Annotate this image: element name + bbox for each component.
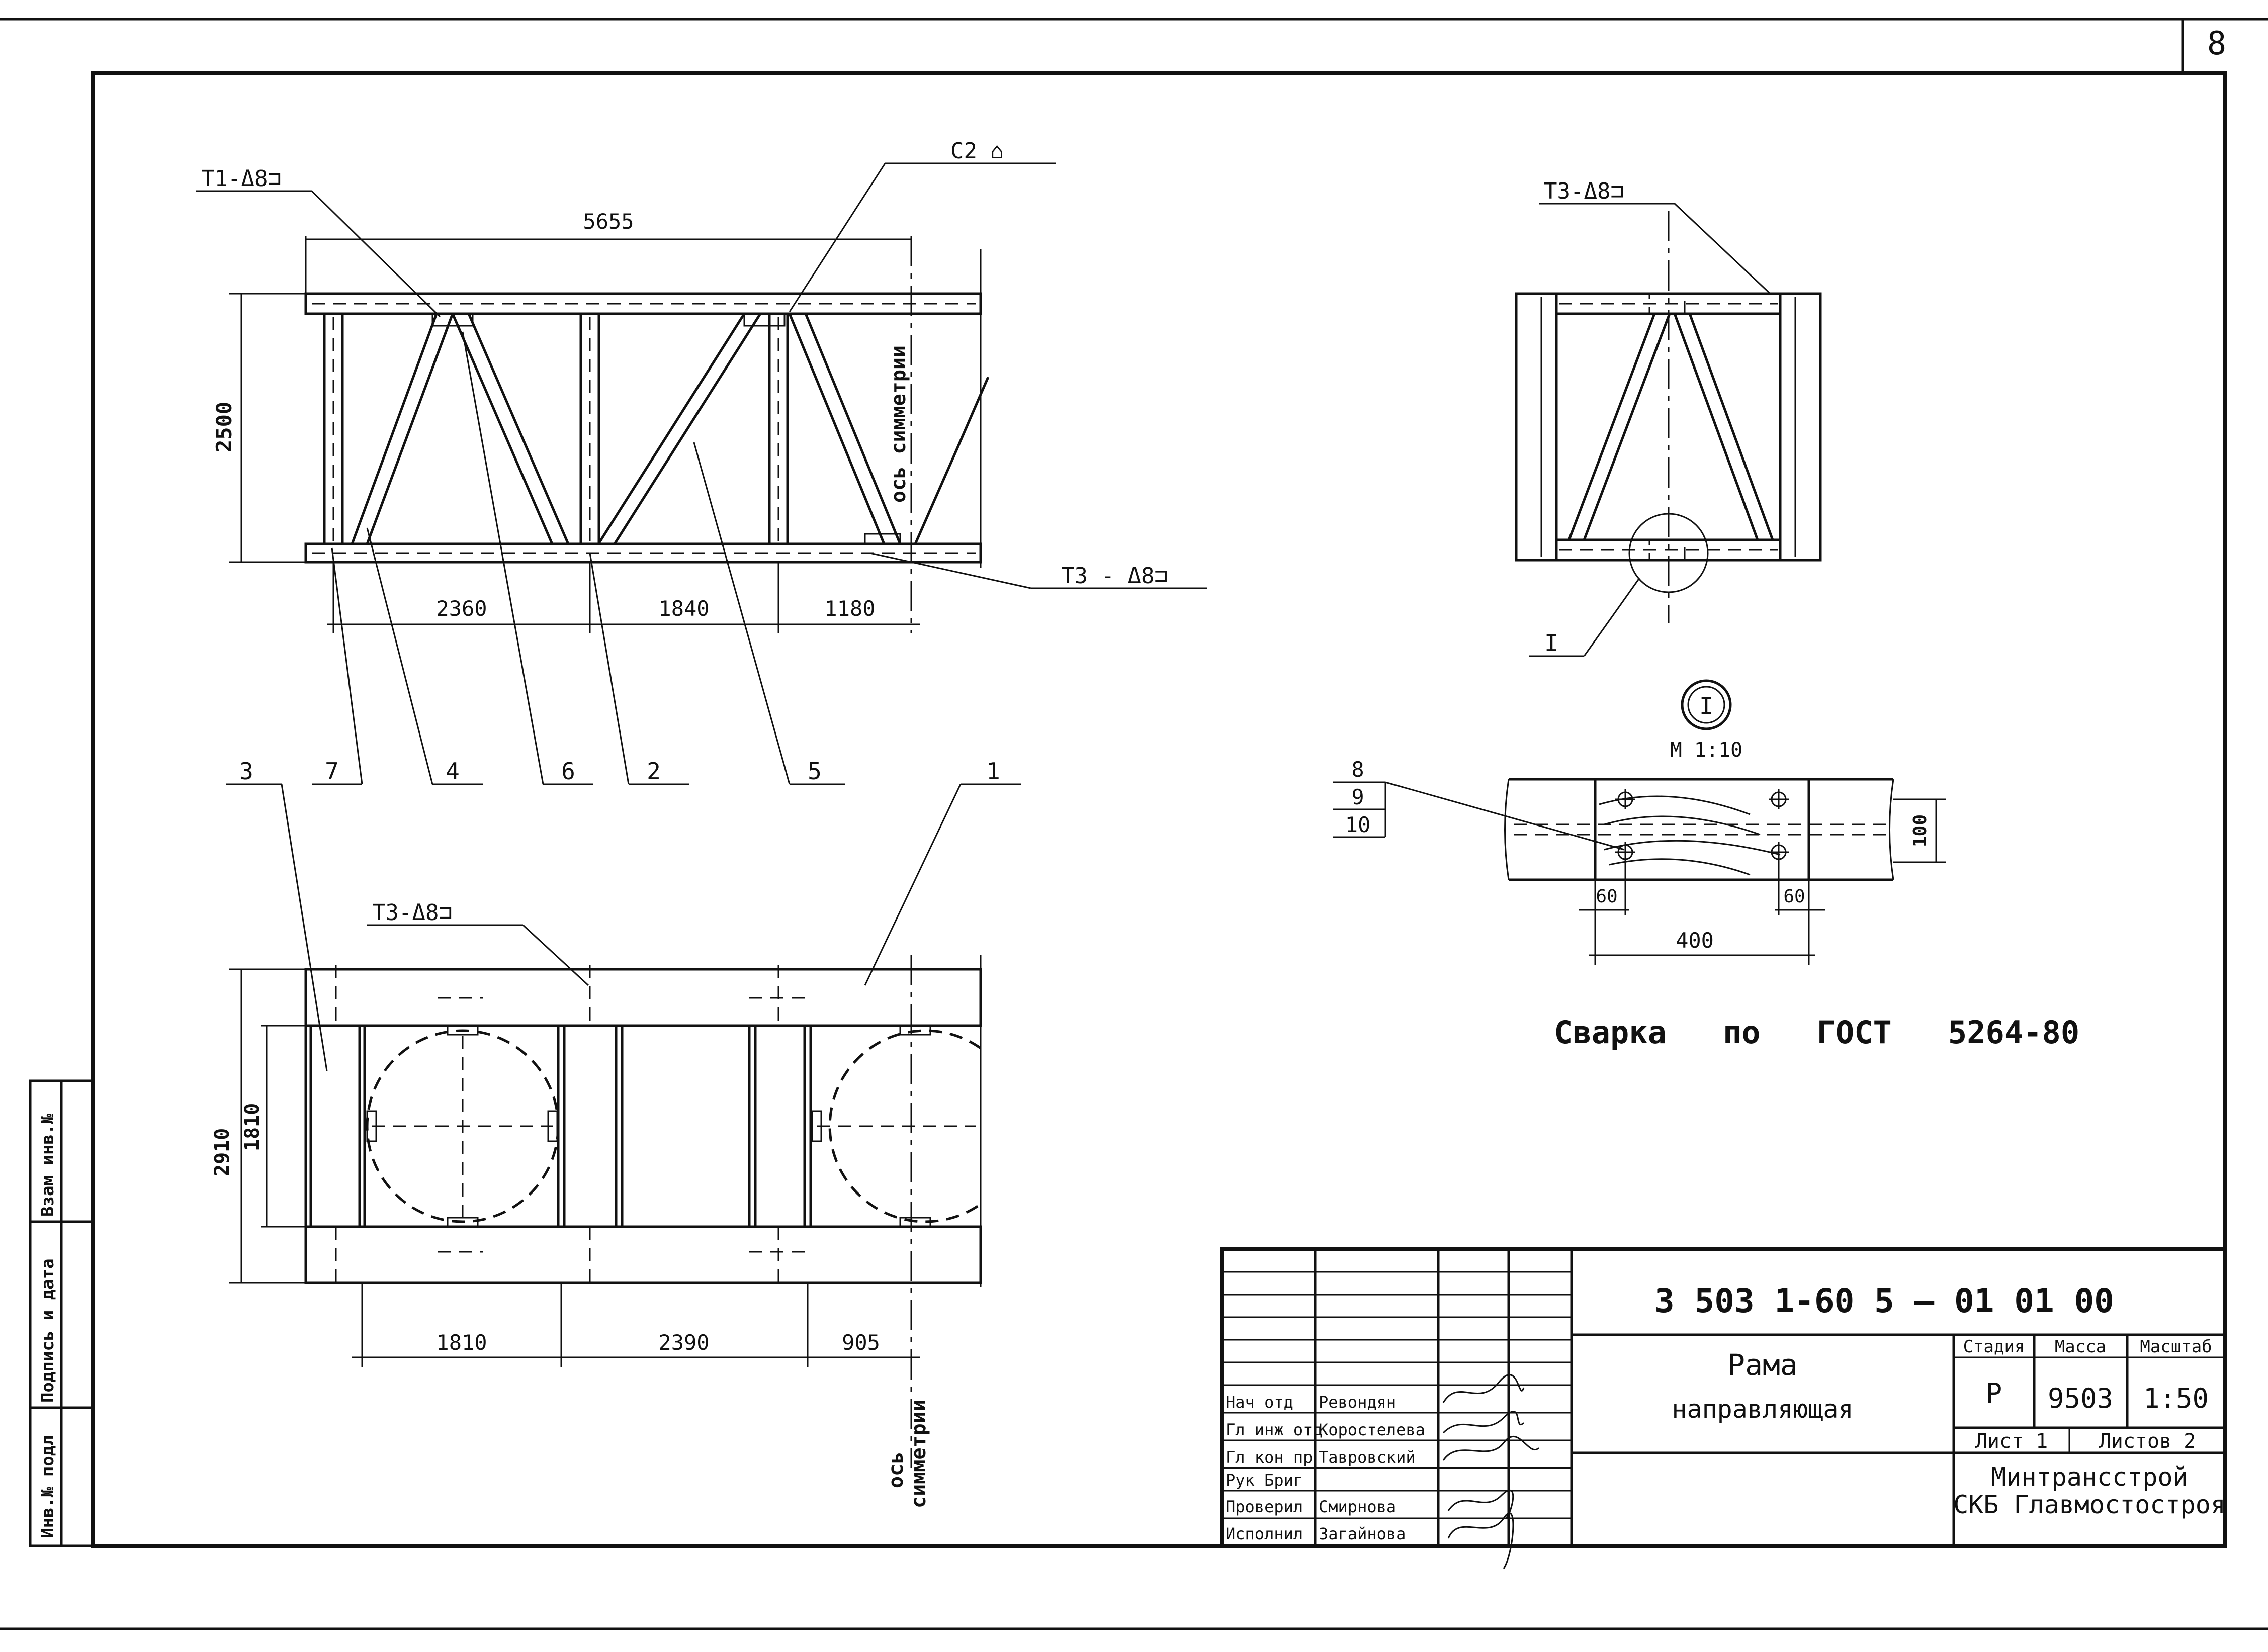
plan-label-t3: Т3-Δ8⊐ <box>372 900 452 926</box>
title-line1: Рама <box>1727 1348 1798 1382</box>
stage-header: Стадия <box>1963 1337 2025 1357</box>
role-4: Рук Бриг <box>1226 1471 1303 1490</box>
role-1: Нач отд <box>1226 1393 1293 1412</box>
front-axis-label: ось симметрии <box>887 345 910 503</box>
welding-note: Сварка по ГОСТ 5264-80 <box>1554 1014 2079 1051</box>
role-2: Гл инж отд <box>1226 1420 1323 1439</box>
detail-dim-height: 100 <box>1910 814 1931 847</box>
stamp-inv-podl: Инв.№ подл <box>38 1435 58 1538</box>
scale-header: Масштаб <box>2140 1337 2212 1357</box>
front-dim-overall: 5655 <box>583 209 634 234</box>
front-dim-height: 2500 <box>212 402 236 452</box>
org-line2: СКБ Главмостостроя <box>1953 1490 2226 1519</box>
front-pos-4: 4 <box>446 758 460 785</box>
sheet-label: Лист 1 <box>1975 1430 2048 1453</box>
sheets-label: Листов 2 <box>2099 1430 2196 1453</box>
detail-pos-9: 9 <box>1351 785 1364 809</box>
detail-dim-left: 60 <box>1596 886 1617 907</box>
side-view: I Т3-Δ8⊐ <box>1515 178 1822 657</box>
front-pos-6: 6 <box>561 758 575 785</box>
plan-pos-1: 1 <box>986 758 1000 785</box>
mass-header: Масса <box>2055 1337 2106 1357</box>
front-dim-bottom-1: 2360 <box>436 596 487 621</box>
plan-axis-label-2: симметрии <box>907 1399 930 1508</box>
plan-dim-bottom-1: 1810 <box>436 1330 487 1355</box>
bolt-marks <box>1615 789 1789 862</box>
role-6: Исполнил <box>1226 1524 1303 1543</box>
scale-value: 1:50 <box>2143 1383 2209 1414</box>
detail-pos-8: 8 <box>1351 757 1364 782</box>
stage-value: Р <box>1986 1378 2002 1409</box>
role-3: Гл кон пр <box>1226 1448 1313 1467</box>
plan-dim-bottom-2: 2390 <box>658 1330 709 1355</box>
doc-number: 3 503 1-60 5 – 01 01 00 <box>1654 1281 2114 1320</box>
name-2: Коростелева <box>1319 1420 1425 1439</box>
name-3: Тавровский <box>1319 1448 1416 1467</box>
front-pos-7: 7 <box>325 758 339 785</box>
name-6: Загайнова <box>1319 1524 1406 1543</box>
sheet-frame: 8 <box>0 18 2268 1630</box>
detail-dim-length: 400 <box>1676 928 1714 953</box>
front-pos-2: 2 <box>647 758 661 785</box>
plan-pos-3: 3 <box>239 758 253 785</box>
plan-dim-inner: 1810 <box>241 1103 264 1151</box>
front-dim-bottom-2: 1840 <box>658 596 709 621</box>
role-5: Проверил <box>1226 1497 1303 1516</box>
name-1: Ревондян <box>1319 1393 1396 1412</box>
side-callout: I <box>1544 629 1558 657</box>
side-label-t3: Т3-Δ8⊐ <box>1544 178 1624 204</box>
signatures <box>1442 1374 1540 1569</box>
title-line2: направляющая <box>1672 1395 1853 1424</box>
mass-value: 9503 <box>2048 1383 2113 1414</box>
front-dim-bottom-3: 1180 <box>824 596 875 621</box>
front-label-t3: Т3 - Δ8⊐ <box>1061 563 1168 589</box>
plan-view: ось симметрии 2910 1810 1810 2390 905 3 … <box>211 758 1021 1508</box>
detail-view: I М 1:10 8 9 10 400 <box>1333 679 1946 965</box>
detail-pos-10: 10 <box>1345 812 1371 837</box>
detail-scale: М 1:10 <box>1670 739 1743 762</box>
plan-dim-bottom-3: 905 <box>842 1330 880 1355</box>
title-block: 3 503 1-60 5 – 01 01 00 Рама направляюща… <box>1220 1247 2227 1569</box>
plan-axis-label-1: ось <box>885 1452 908 1488</box>
plan-dim-outer: 2910 <box>211 1128 234 1176</box>
front-label-c2: С2 ⌂ <box>950 138 1004 164</box>
stamp-vzam-inv: Взам инв.№ <box>38 1114 58 1217</box>
detail-dim-right: 60 <box>1783 886 1805 907</box>
detail-mark: I <box>1699 692 1713 719</box>
name-5: Смирнова <box>1319 1497 1396 1516</box>
front-label-t1: Т1-Δ8⊐ <box>201 166 281 192</box>
front-view: ось симметрии 5655 2500 2360 1840 1180 Т… <box>196 138 1207 785</box>
sheet-number: 8 <box>2207 25 2227 62</box>
side-stamp: Инв.№ подл Подпись и дата Взам инв.№ <box>29 1079 95 1547</box>
front-pos-5: 5 <box>808 758 822 785</box>
org-line1: Минтрансстрой <box>1991 1462 2188 1492</box>
stamp-podpis-data: Подпись и дата <box>38 1258 58 1403</box>
